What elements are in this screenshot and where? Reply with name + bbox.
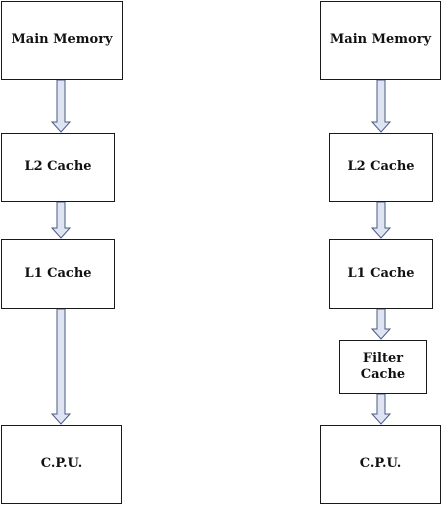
right-cpu-box: C.P.U.: [320, 425, 441, 504]
left-l1-cache-label: L1 Cache: [24, 265, 92, 281]
right-arrow-filter-to-cpu: [370, 393, 392, 425]
right-arrow-memory-to-l2: [370, 79, 392, 133]
right-filter-cache-box: Filter Cache: [339, 340, 427, 394]
left-arrow-l2-to-l1: [50, 201, 72, 239]
left-cpu-box: C.P.U.: [1, 425, 122, 504]
left-l1-cache-box: L1 Cache: [1, 239, 115, 309]
left-main-memory-label: Main Memory: [11, 32, 113, 48]
right-arrow-l1-to-filter: [370, 308, 392, 340]
right-l2-cache-label: L2 Cache: [347, 159, 415, 175]
left-arrow-memory-to-l2: [50, 79, 72, 133]
right-cpu-label: C.P.U.: [359, 456, 402, 472]
right-main-memory-box: Main Memory: [320, 1, 441, 80]
left-cpu-label: C.P.U.: [40, 456, 83, 472]
right-main-memory-label: Main Memory: [329, 32, 432, 48]
left-arrow-l1-to-cpu: [50, 308, 72, 425]
right-arrow-l2-to-l1: [370, 201, 392, 239]
right-l2-cache-box: L2 Cache: [329, 133, 433, 202]
right-filter-cache-label: Filter Cache: [360, 350, 406, 382]
right-l1-cache-box: L1 Cache: [329, 239, 433, 309]
left-main-memory-box: Main Memory: [1, 1, 123, 80]
left-l2-cache-box: L2 Cache: [1, 133, 115, 202]
right-l1-cache-label: L1 Cache: [347, 265, 415, 281]
left-l2-cache-label: L2 Cache: [24, 159, 92, 175]
